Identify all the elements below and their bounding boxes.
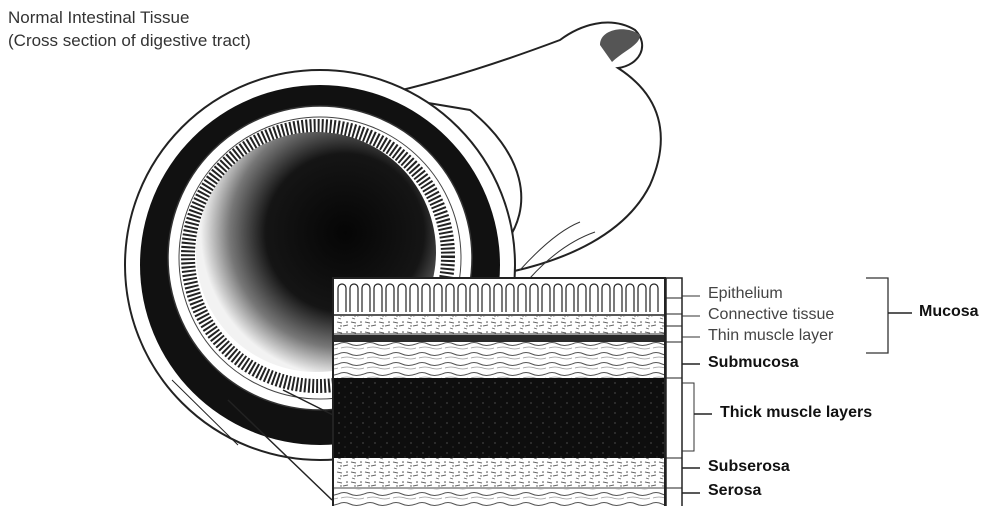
mucosa-bracket [866,278,888,353]
subserosa-layer [334,458,664,488]
label-thin-muscle-layer: Thin muscle layer [708,327,833,345]
tissue-block [333,278,665,506]
label-thick-muscle-layers: Thick muscle layers [720,404,872,422]
label-serosa: Serosa [708,482,761,500]
thin-muscle-layer [334,335,664,342]
label-submucosa: Submucosa [708,354,799,372]
label-connective-tissue: Connective tissue [708,306,834,324]
serosa-layer [334,489,664,506]
submucosa-layer [334,342,664,378]
label-epithelium: Epithelium [708,285,783,303]
label-mucosa: Mucosa [919,303,979,321]
connective-tissue-layer [334,316,664,334]
label-subserosa: Subserosa [708,458,790,476]
thick-muscle-layer [334,378,664,458]
thick-muscle-bracket [682,383,694,451]
